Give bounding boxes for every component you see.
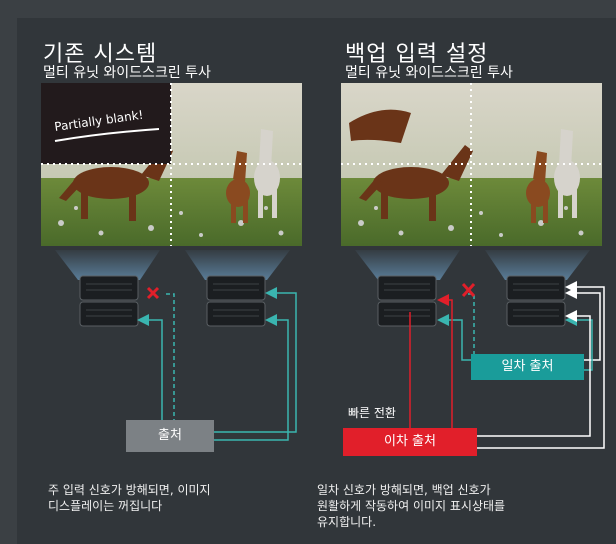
left-projected-image: Partially blank! [41,83,302,246]
primary-cable [137,314,163,432]
primary-cable [437,314,471,361]
left-subtitle: 멀티 유닛 와이드스크린 투사 [43,65,211,81]
primary-cable [214,314,289,441]
backup-cable [565,287,601,361]
backup-cable [437,294,453,428]
left-description-line: 디스플레이는 꺼집니다 [48,499,163,513]
left-description: 주 입력 신호가 방해되면, 이미지 디스플레이는 꺼집니다 [48,482,211,514]
left-title: 기존 시스템 [43,42,158,67]
right-description: 일차 신호가 방해되면, 백업 신호가 원활하게 작동하여 이미지 표시상태를 … [317,482,505,530]
fast-switch-label: 빠른 전환 [348,406,396,420]
primary-cable [214,287,297,433]
fail-x-icon [146,286,160,300]
primary-cable [565,314,593,371]
left-description-line: 주 입력 신호가 방해되면, 이미지 [48,483,211,497]
projector-icon [206,275,266,327]
fail-x-icon [461,282,476,298]
backup-cable [477,310,591,437]
projector-icon [377,275,437,327]
failed-primary-cable [165,293,214,433]
secondary-source-box: 이차 출처 [343,428,477,456]
right-title: 백업 입력 설정 [345,42,489,67]
projection-beam [185,250,290,280]
projector-icon [506,275,566,327]
right-description-line: 원활하게 작동하여 이미지 표시상태를 [317,499,506,513]
projection-beam [485,250,590,280]
right-description-line: 일차 신호가 방해되면, 백업 신호가 [317,483,491,497]
primary-source-box: 일차 출처 [471,354,584,380]
projection-beam [355,250,460,280]
projection-beam [55,250,160,280]
projector-icon [79,275,139,327]
right-projected-image [341,83,602,246]
backup-cable [477,281,605,449]
right-subtitle: 멀티 유닛 와이드스크린 투사 [345,65,513,81]
right-description-line: 유지합니다. [317,515,377,529]
source-box: 출처 [126,420,214,452]
